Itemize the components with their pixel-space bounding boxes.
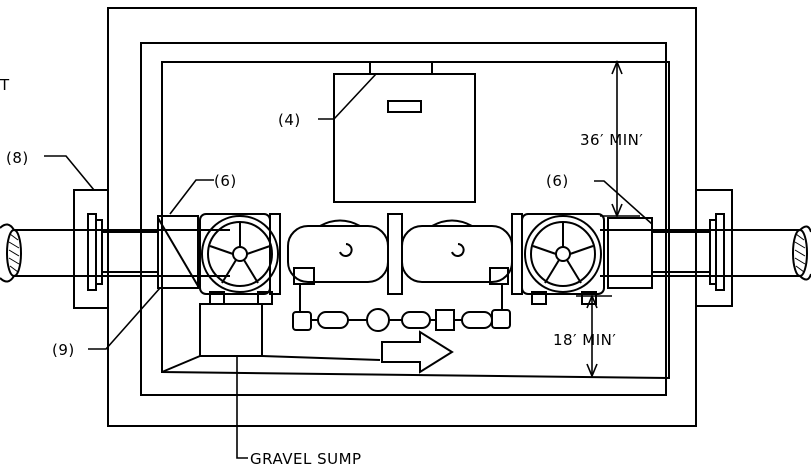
enclosure-box	[333, 73, 476, 203]
test-cock-assembly	[292, 284, 511, 332]
leader-9	[88, 287, 161, 350]
callout-6-right-label: (6)	[546, 172, 569, 190]
inner-left-flange	[269, 213, 281, 295]
leader-4	[318, 73, 377, 120]
leader-lines	[44, 73, 653, 459]
flow-direction-arrow	[381, 330, 454, 374]
second-check-valve	[401, 219, 513, 285]
left-pipe-top	[0, 223, 230, 231]
dimension-36-label: 36′ MIN′	[580, 131, 643, 149]
left-flange-outer	[87, 213, 97, 291]
dimension-18-label: 18′ MIN′	[553, 331, 616, 349]
left-pipe-cut-end	[6, 229, 22, 277]
leader-6-right	[594, 180, 653, 225]
right-spool-piece	[607, 217, 653, 289]
right-pipe-cut-end	[792, 229, 808, 277]
leader-8	[44, 155, 95, 191]
vault-floor-outline	[161, 61, 670, 380]
right-flange-outer	[715, 213, 725, 291]
enclosure-top-tab	[369, 61, 433, 75]
callout-4-label: (4)	[278, 111, 301, 129]
gravel-sump-label: GRAVEL SUMP	[250, 450, 362, 467]
pipe-end-hatching	[8, 233, 806, 273]
dimension-36-min	[600, 59, 640, 219]
left-spool-hatch	[157, 217, 199, 287]
vault-inner-wall	[140, 42, 667, 396]
right-pipe-bottom	[600, 273, 811, 281]
left-spool-piece	[157, 215, 199, 289]
enclosure-slot	[387, 100, 422, 113]
center-flange	[387, 213, 403, 295]
edge-text-fragment: T	[0, 76, 10, 94]
leader-6-left	[169, 179, 214, 215]
left-gate-valve	[199, 213, 279, 305]
callout-6-left-label: (6)	[214, 172, 237, 190]
right-flange-inner	[709, 219, 717, 285]
leader-gravel-sump	[236, 355, 248, 459]
left-wall-sleeve	[73, 189, 109, 309]
callout-9-label: (9)	[52, 341, 75, 359]
first-check-valve	[287, 219, 389, 285]
right-wall-sleeve	[695, 189, 733, 307]
dimension-18-min	[576, 293, 612, 379]
callout-8-label: (8)	[6, 149, 29, 167]
inner-right-flange	[511, 213, 523, 295]
gravel-sump	[161, 303, 381, 373]
left-flange-inner	[95, 219, 103, 285]
right-gate-valve	[521, 213, 605, 305]
